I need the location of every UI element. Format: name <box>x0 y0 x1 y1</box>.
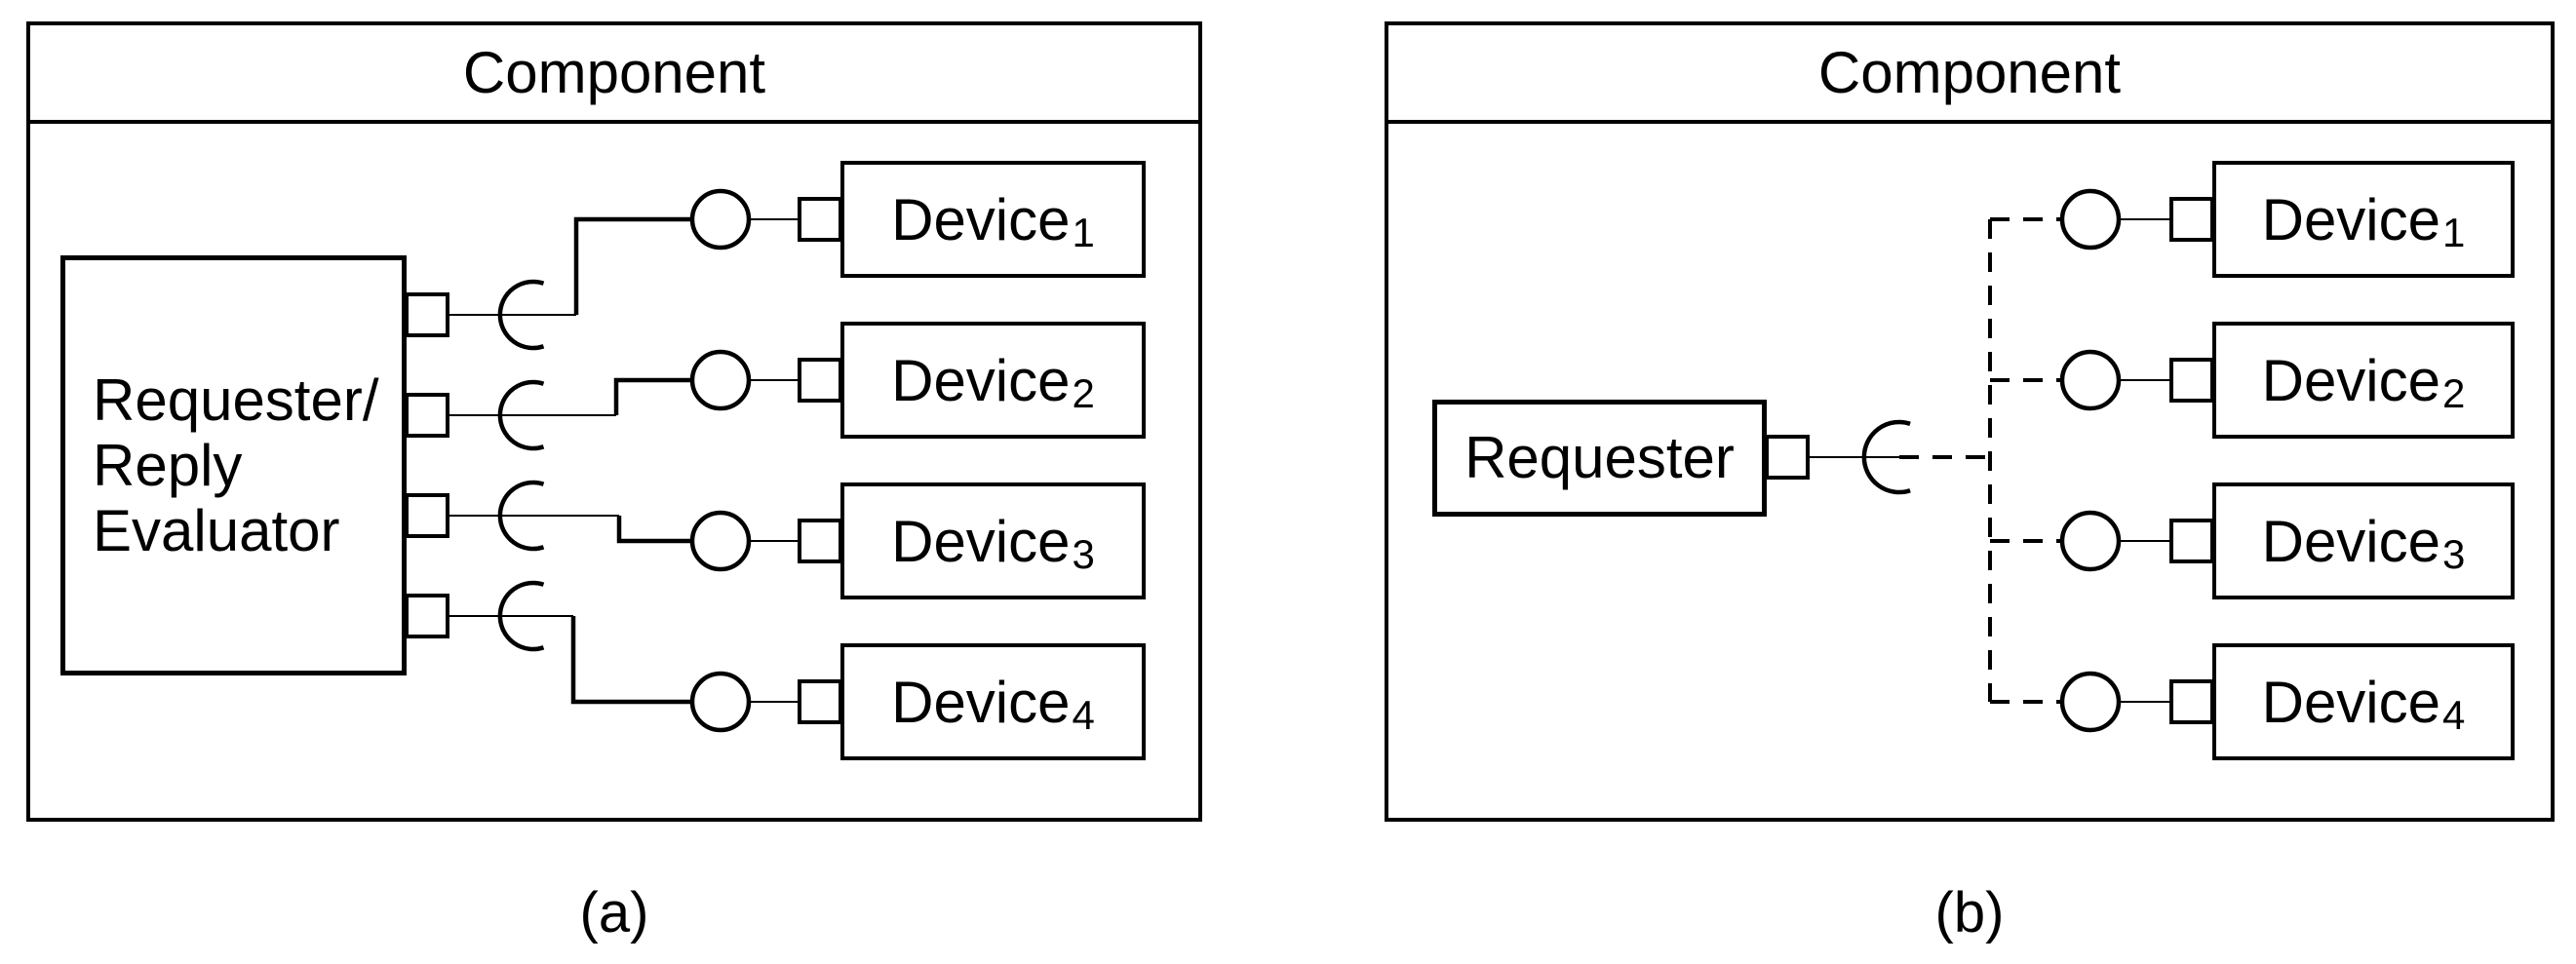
port-square <box>2169 197 2214 242</box>
required-interface-socket-icon <box>497 379 545 451</box>
required-interface-socket-icon <box>1861 419 1911 495</box>
elbow-connector <box>616 516 692 544</box>
port-square <box>405 493 449 538</box>
device-label: Device <box>2261 347 2441 413</box>
device-label: Device <box>2261 186 2441 252</box>
caption-b: (b) <box>1934 881 2005 945</box>
requester-label: Requester <box>1464 425 1735 491</box>
elbow-connector <box>570 616 692 705</box>
required-interface-socket-icon <box>497 580 545 652</box>
requester-reply-evaluator-box: Requester/ Reply Evaluator <box>60 255 407 675</box>
component-title-b: Component <box>1817 40 2122 105</box>
device-subscript: 3 <box>1072 531 1095 577</box>
requester-label-line: Evaluator <box>93 498 340 564</box>
port-square <box>405 292 449 337</box>
requester-label-line: Requester/ <box>93 366 379 433</box>
device-label: Device <box>891 347 1071 413</box>
component-frame-a: Component <box>26 21 1202 822</box>
device-label: Device <box>891 508 1071 574</box>
device-subscript: 4 <box>1072 692 1095 738</box>
device-label: Device <box>891 669 1071 735</box>
device-label: Device <box>2261 508 2441 574</box>
requester-box: Requester <box>1432 400 1767 517</box>
device-subscript: 1 <box>2442 210 2466 255</box>
device-label: Device <box>891 186 1071 252</box>
elbow-connector <box>613 377 692 415</box>
device-subscript: 4 <box>2442 692 2466 738</box>
caption-a: (a) <box>579 881 649 945</box>
required-interface-socket-icon <box>497 279 545 351</box>
port-square <box>798 358 842 403</box>
device-subscript: 3 <box>2442 531 2466 577</box>
component-title-band-a: Component <box>30 25 1198 124</box>
required-interface-socket-icon <box>497 480 545 552</box>
device-label: Device <box>2261 669 2441 735</box>
port-square <box>798 197 842 242</box>
device-subscript: 1 <box>1072 210 1095 255</box>
device-subscript: 2 <box>2442 370 2466 416</box>
component-frame-b: Component <box>1385 21 2555 822</box>
component-title-a: Component <box>462 40 766 105</box>
port-square <box>2169 519 2214 563</box>
device-subscript: 2 <box>1072 370 1095 416</box>
elbow-connector <box>573 216 692 315</box>
port-square <box>1765 435 1810 480</box>
port-square <box>405 594 449 638</box>
port-square <box>405 393 449 438</box>
component-title-band-b: Component <box>1388 25 2551 124</box>
requester-label-line: Reply <box>93 432 243 498</box>
